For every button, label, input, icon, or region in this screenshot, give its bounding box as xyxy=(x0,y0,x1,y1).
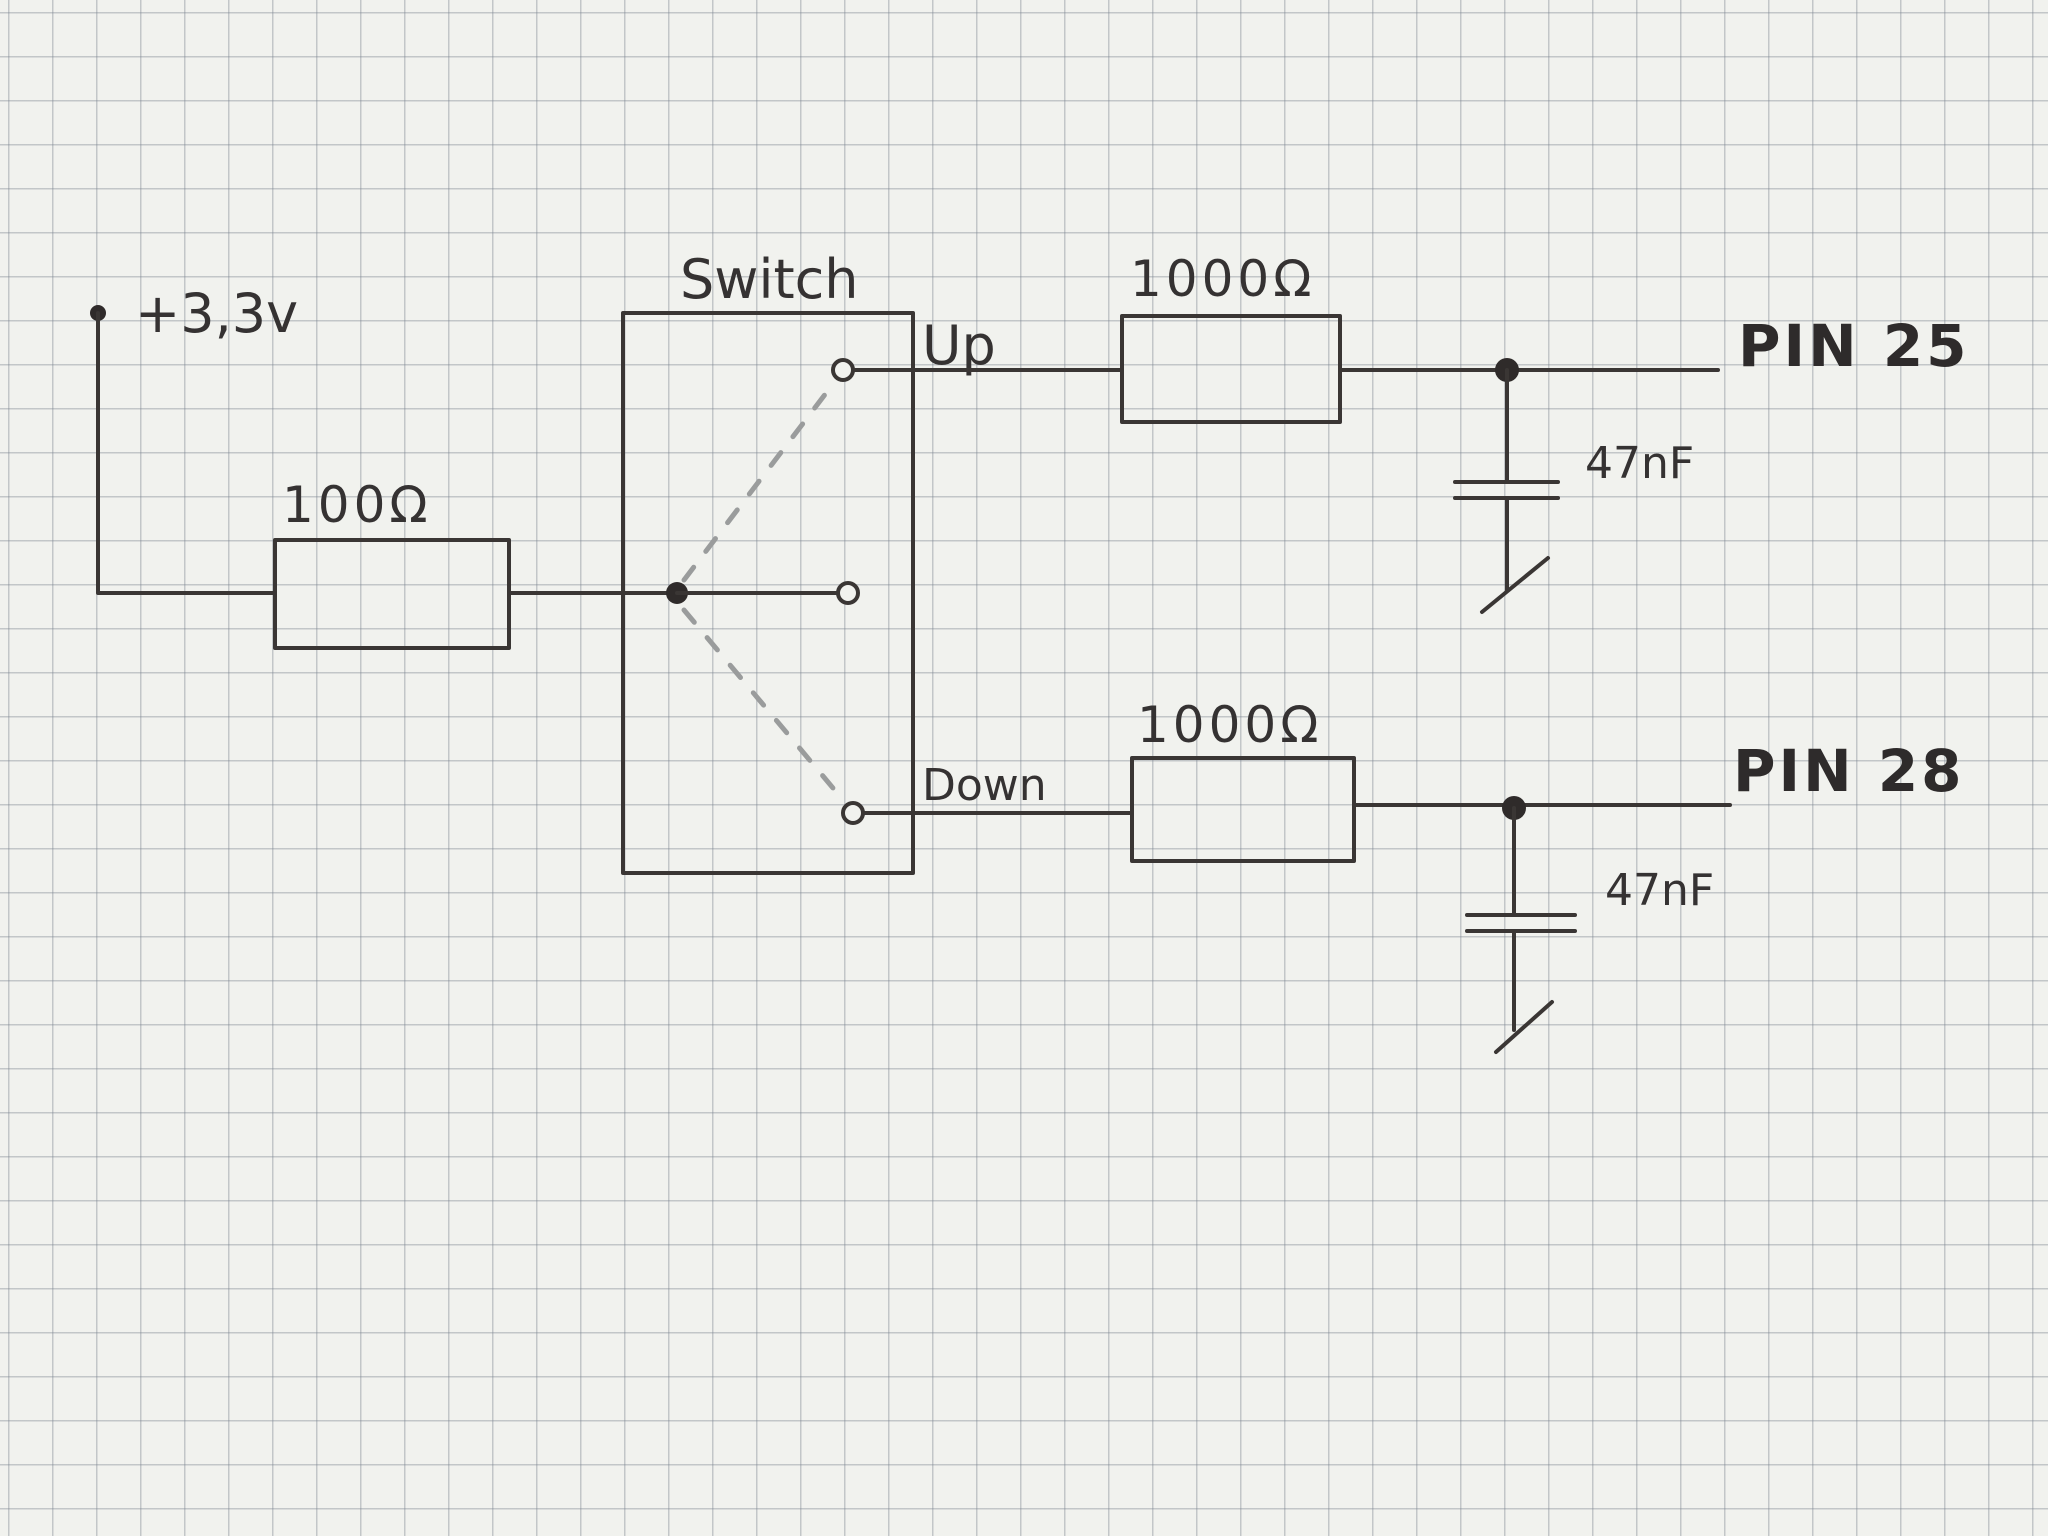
up-resistor xyxy=(1120,314,1342,424)
input-resistor-label: 100Ω xyxy=(282,476,432,534)
pin-28-label: PIN 28 xyxy=(1733,737,1965,805)
down-capacitor-label: 47nF xyxy=(1605,865,1714,916)
switch-contact-down xyxy=(841,801,865,825)
switch-label: Switch xyxy=(680,248,859,311)
up-label: Up xyxy=(922,314,996,377)
switch-contact-middle xyxy=(836,581,860,605)
switch-contact-up xyxy=(831,358,855,382)
up-resistor-label: 1000Ω xyxy=(1130,250,1315,308)
switch-box xyxy=(621,311,915,875)
down-resistor-label: 1000Ω xyxy=(1137,696,1322,754)
down-resistor xyxy=(1130,756,1356,863)
pin-25-label: PIN 25 xyxy=(1738,312,1970,380)
down-label: Down xyxy=(922,760,1047,811)
up-ground-icon xyxy=(1480,556,1550,614)
supply-voltage-label: +3,3v xyxy=(135,282,298,345)
supply-wire xyxy=(96,311,277,595)
up-capacitor-label: 47nF xyxy=(1585,438,1694,489)
switch-lever-down-dashed xyxy=(681,607,846,803)
input-resistor xyxy=(273,538,511,650)
down-ground-icon xyxy=(1494,1000,1554,1054)
switch-lever-up-dashed xyxy=(681,377,839,583)
